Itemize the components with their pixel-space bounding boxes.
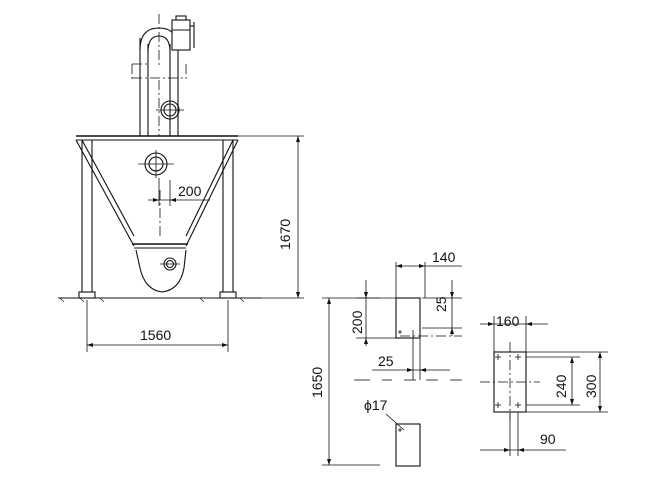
dim-phi17-label: ϕ17 [364,397,388,413]
dim-200-vertical-label: 200 [349,310,365,334]
dim-90-label: 90 [540,431,556,447]
left-leg [78,140,96,299]
foundation-detail: 1650 140 25 200 25 [309,249,462,467]
dim-1670-label: 1670 [277,219,293,250]
dim-1560-label: 1560 [140,327,171,343]
right-leg [219,140,237,299]
dim-200-label: 200 [178,183,202,199]
dim-160-label: 160 [496,313,520,329]
equipment-elevation: 200 1670 1560 [58,14,304,352]
dim-300-label: 300 [583,374,599,398]
dim-25-vertical-label: 25 [433,296,449,312]
dim-25-horizontal-label: 25 [378,353,394,369]
base-plate-detail: 160 240 300 90 [480,313,608,456]
dim-240-label: 240 [553,374,569,398]
dim-1650-label: 1650 [309,367,325,398]
dim-140-label: 140 [432,249,456,265]
